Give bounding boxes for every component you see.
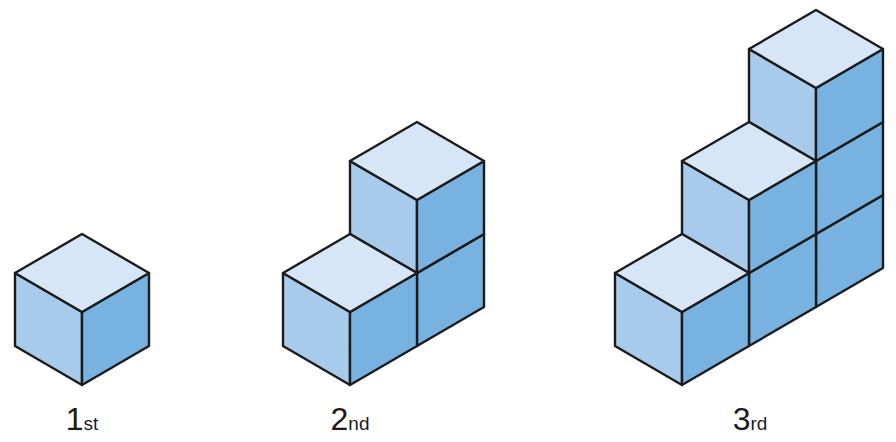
cube-face (283, 234, 417, 312)
step-label: 1st (66, 403, 99, 435)
step-label: 2nd (331, 403, 370, 435)
unit-cube (15, 234, 149, 385)
cube-face (682, 122, 816, 200)
unit-cube (615, 234, 749, 385)
cube-face (350, 122, 484, 200)
cube-face (615, 234, 749, 312)
step-label: 3rd (733, 403, 768, 435)
cube-face (749, 10, 883, 88)
unit-cube (283, 234, 417, 385)
cube-face (15, 234, 149, 312)
